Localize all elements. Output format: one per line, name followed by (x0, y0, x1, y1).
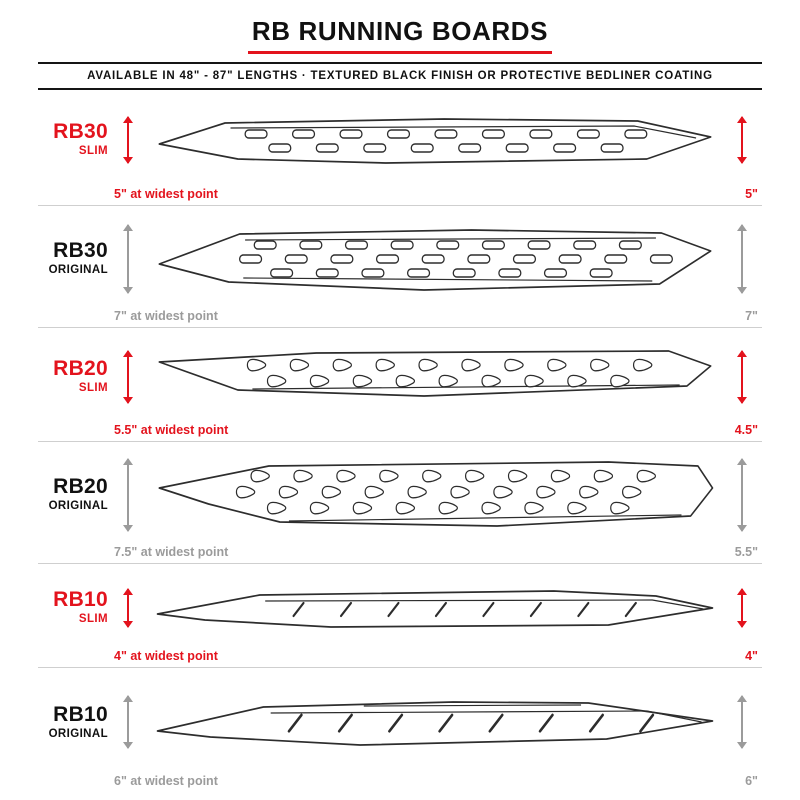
product-label: RB20 ORIGINAL (38, 475, 108, 513)
product-rows: RB30 SLIM (38, 90, 762, 800)
variant-name: ORIGINAL (48, 500, 108, 513)
board-height-arrow-icon (737, 457, 747, 532)
variant-name: SLIM (78, 145, 108, 158)
board-height-arrow-icon (737, 349, 747, 404)
width-measurement-label: 7" at widest point (114, 309, 218, 323)
board-height-arrow-icon (737, 695, 747, 749)
board-height-arrow-icon (737, 223, 747, 294)
rb30-original-board-drawing (158, 228, 712, 291)
model-name: RB30 (53, 120, 108, 144)
height-measurement-label: 6" (745, 774, 758, 788)
rb30-slim-board-drawing (158, 117, 712, 164)
row-rb10-slim: RB10 SLIM (38, 564, 762, 668)
model-name: RB10 (53, 588, 108, 612)
header: RB RUNNING BOARDS (38, 16, 762, 54)
product-label: RB30 ORIGINAL (38, 239, 108, 277)
board-width-arrow-icon (123, 695, 133, 749)
height-measurement-label: 4" (745, 649, 758, 663)
height-measurement-label: 5" (745, 187, 758, 201)
product-label: RB10 SLIM (38, 588, 108, 626)
variant-name: SLIM (78, 613, 108, 626)
product-label: RB10 ORIGINAL (38, 702, 108, 740)
board-width-arrow-icon (123, 223, 133, 294)
product-label: RB20 SLIM (38, 357, 108, 395)
row-rb20-slim: RB20 SLIM (38, 328, 762, 442)
rb20-slim-board-drawing (158, 349, 712, 397)
rb10-slim-board-drawing (156, 589, 714, 628)
model-name: RB20 (53, 475, 108, 499)
width-measurement-label: 5" at widest point (114, 187, 218, 201)
board-height-arrow-icon (737, 587, 747, 628)
model-name: RB10 (53, 702, 108, 726)
rb20-original-board-drawing (158, 460, 714, 527)
height-measurement-label: 4.5" (734, 423, 758, 437)
variant-name: ORIGINAL (48, 264, 108, 277)
rb10-original-board-drawing (156, 701, 714, 746)
product-label: RB30 SLIM (38, 120, 108, 158)
model-name: RB30 (53, 239, 108, 263)
row-rb20-original: RB20 ORIGINAL (38, 442, 762, 564)
page-title: RB RUNNING BOARDS (247, 16, 553, 54)
variant-name: ORIGINAL (48, 727, 108, 740)
board-width-arrow-icon (123, 115, 133, 164)
row-rb30-slim: RB30 SLIM (38, 90, 762, 206)
width-measurement-label: 4" at widest point (114, 649, 218, 663)
row-rb30-original: RB30 ORIGINAL (38, 206, 762, 328)
board-height-arrow-icon (737, 115, 747, 164)
width-measurement-label: 7.5" at widest point (114, 545, 229, 559)
width-measurement-label: 5.5" at widest point (114, 423, 229, 437)
variant-name: SLIM (78, 382, 108, 395)
height-measurement-label: 7" (745, 309, 758, 323)
subtitle-banner: AVAILABLE IN 48" - 87" LENGTHS · TEXTURE… (38, 62, 762, 90)
board-width-arrow-icon (123, 457, 133, 532)
row-rb10-original: RB10 ORIGINAL (38, 668, 762, 792)
width-measurement-label: 6" at widest point (114, 774, 218, 788)
height-measurement-label: 5.5" (734, 545, 758, 559)
board-width-arrow-icon (123, 587, 133, 628)
board-width-arrow-icon (123, 349, 133, 404)
model-name: RB20 (53, 357, 108, 381)
